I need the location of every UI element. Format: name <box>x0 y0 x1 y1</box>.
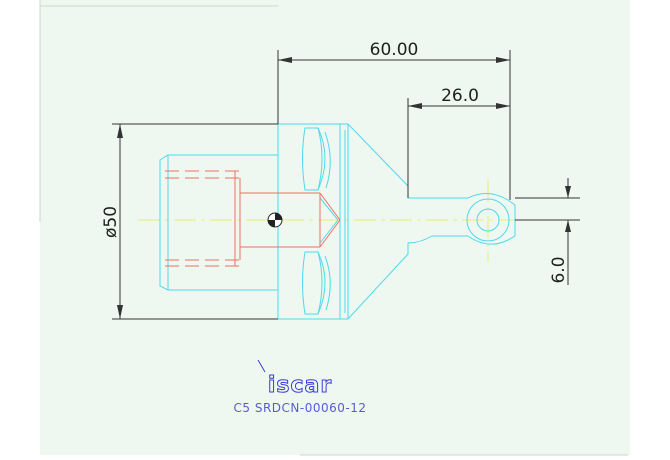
dimension-arrows <box>117 57 571 319</box>
dim-offset: 6.0 <box>549 256 569 283</box>
tool-body-outline <box>159 123 516 320</box>
iscar-logo: iscar <box>257 359 332 399</box>
dim-neck-length: 26.0 <box>441 86 479 106</box>
dim-diameter: ø50 <box>101 206 121 238</box>
svg-text:iscar: iscar <box>268 373 332 398</box>
dimension-lines <box>112 50 580 320</box>
part-code-label: C5 SRDCN-00060-12 <box>233 401 367 415</box>
dim-overall-length: 60.00 <box>370 40 419 60</box>
pivot-symbol <box>267 212 283 228</box>
hidden-lines <box>165 170 341 267</box>
